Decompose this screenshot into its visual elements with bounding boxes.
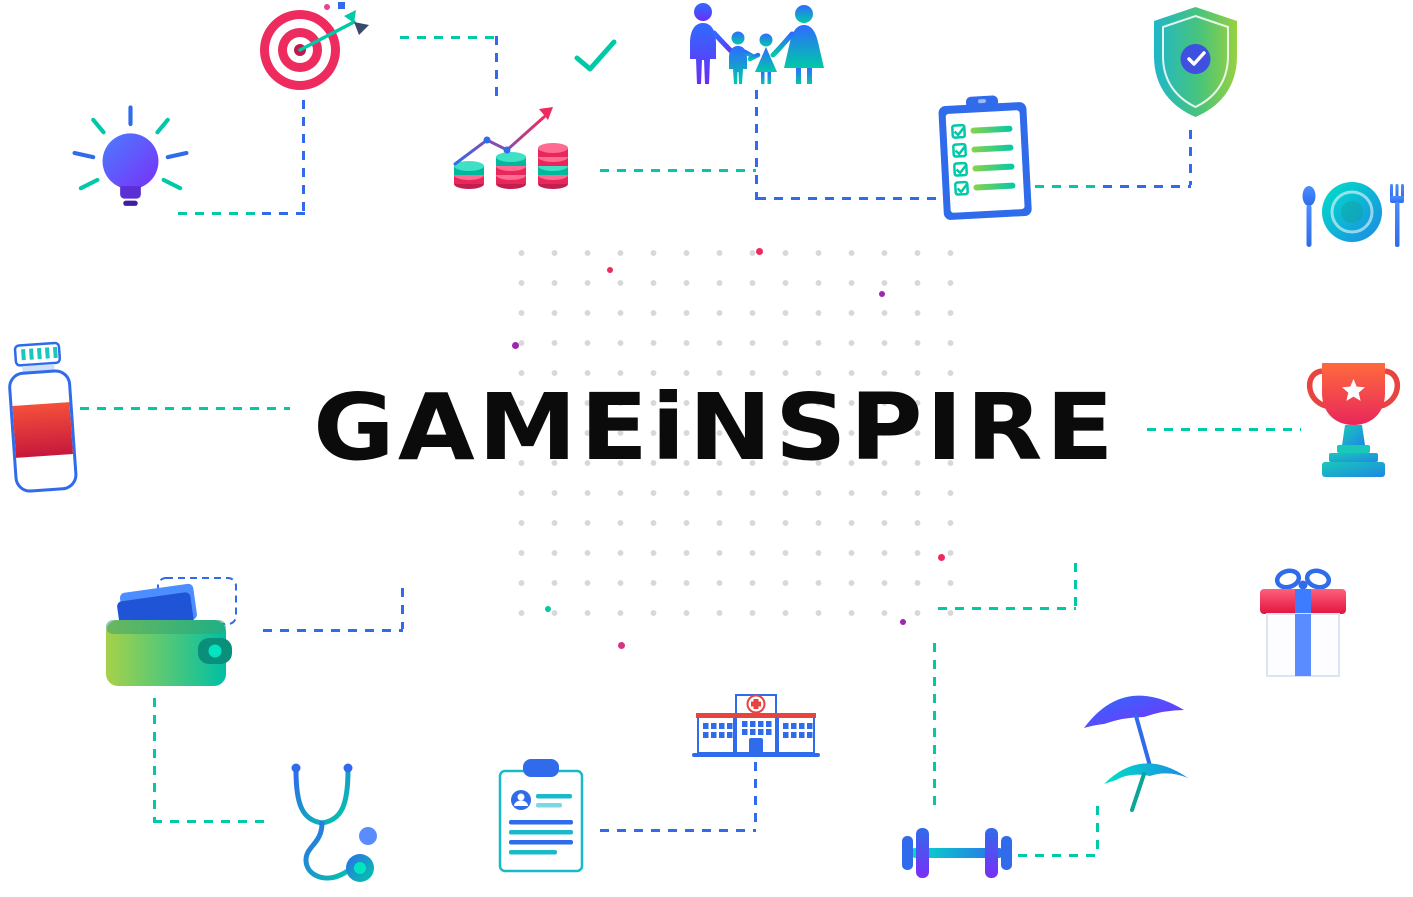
connector-line (755, 90, 758, 200)
checklist-clipboard-icon (935, 93, 1037, 226)
dot-matrix-background (505, 238, 977, 640)
wallet-icon (100, 576, 240, 691)
family-icon (688, 0, 824, 88)
connector-line (754, 762, 757, 829)
connector-line (153, 820, 266, 823)
accent-dot (879, 291, 885, 297)
connector-line (933, 643, 936, 811)
connector-line (600, 169, 756, 172)
connector-line (757, 197, 937, 200)
connector-line (178, 212, 260, 215)
connector-line (263, 629, 403, 632)
connector-line (938, 607, 1076, 610)
accent-dot (900, 619, 906, 625)
brand-logo: GAMEiNSPIRE (313, 374, 1117, 481)
connector-line (600, 829, 756, 832)
connector-line (1018, 854, 1098, 857)
checkmark-icon (573, 38, 618, 73)
idea-lightbulb-icon (58, 95, 203, 240)
connector-line (1035, 185, 1103, 188)
trophy-icon (1301, 357, 1406, 489)
medicine-bottle-icon (0, 340, 85, 500)
connector-line (400, 36, 496, 39)
connector-line (1147, 428, 1301, 431)
meal-plate-icon (1292, 168, 1412, 253)
connector-line (153, 698, 156, 822)
coin-growth-chart-icon (447, 92, 577, 192)
hospital-icon (692, 683, 820, 761)
stethoscope-icon (266, 760, 386, 890)
dart-target-icon (250, 0, 375, 100)
gift-box-icon (1252, 562, 1354, 684)
dumbbell-icon (898, 818, 1016, 888)
connector-line (1074, 563, 1077, 607)
connector-line (1103, 185, 1191, 188)
connector-line (302, 100, 305, 212)
connector-line (262, 212, 306, 215)
accent-dot (607, 267, 613, 273)
connector-line (80, 407, 290, 410)
accent-dot (512, 342, 519, 349)
connector-line (1096, 806, 1099, 854)
resume-document-icon (494, 757, 589, 875)
accent-dot (545, 606, 551, 612)
connector-line (401, 588, 404, 629)
beach-umbrella-icon (1078, 686, 1190, 814)
accent-dot (756, 248, 763, 255)
shield-check-icon (1148, 4, 1243, 122)
accent-dot (618, 642, 625, 649)
accent-dot (938, 554, 945, 561)
connector-line (1189, 130, 1192, 185)
connector-line (495, 36, 498, 98)
